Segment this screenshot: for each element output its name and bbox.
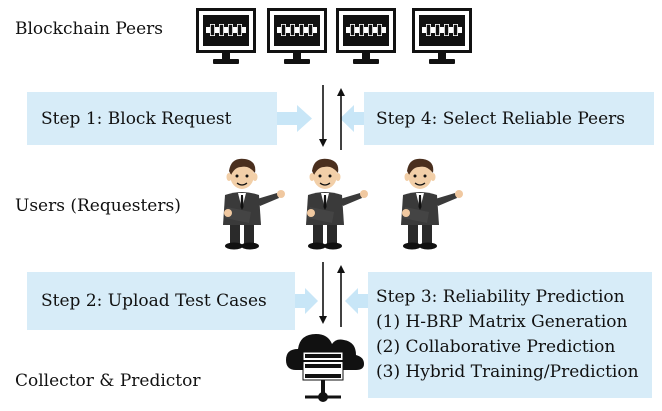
monitor-blockchain-icon bbox=[267, 8, 327, 66]
blockchain-peers bbox=[196, 8, 472, 66]
step1-box: Step 1: Block Request bbox=[27, 92, 277, 145]
connector-arrows bbox=[277, 105, 368, 314]
step2-box: Step 2: Upload Test Cases bbox=[27, 272, 295, 330]
monitor-blockchain-icon bbox=[336, 8, 396, 66]
step2-text: Step 2: Upload Test Cases bbox=[41, 291, 267, 311]
peers-label: Blockchain Peers bbox=[15, 19, 164, 39]
users-label: Users (Requesters) bbox=[15, 196, 181, 216]
step4-text: Step 4: Select Reliable Peers bbox=[376, 108, 626, 129]
step1-text: Step 1: Block Request bbox=[41, 108, 232, 129]
step3-title: Step 3: Reliability Prediction bbox=[376, 287, 625, 307]
businessman-icon bbox=[400, 158, 464, 250]
step3-item-3: (3) Hybrid Training/Prediction bbox=[376, 362, 639, 382]
flow-arrows bbox=[319, 85, 345, 327]
step3-box: Step 3: Reliability Prediction (1) H-BRP… bbox=[368, 272, 652, 398]
businessman-icon bbox=[305, 158, 369, 250]
step4-box: Step 4: Select Reliable Peers bbox=[364, 92, 654, 145]
collector-label: Collector & Predictor bbox=[15, 371, 201, 391]
step3-item-2: (2) Collaborative Prediction bbox=[376, 337, 616, 357]
users bbox=[222, 158, 464, 250]
monitor-blockchain-icon bbox=[412, 8, 472, 66]
businessman-icon bbox=[222, 158, 286, 250]
monitor-blockchain-icon bbox=[196, 8, 256, 66]
step3-item-1: (1) H-BRP Matrix Generation bbox=[376, 312, 628, 332]
cloud-server-icon bbox=[286, 334, 364, 402]
